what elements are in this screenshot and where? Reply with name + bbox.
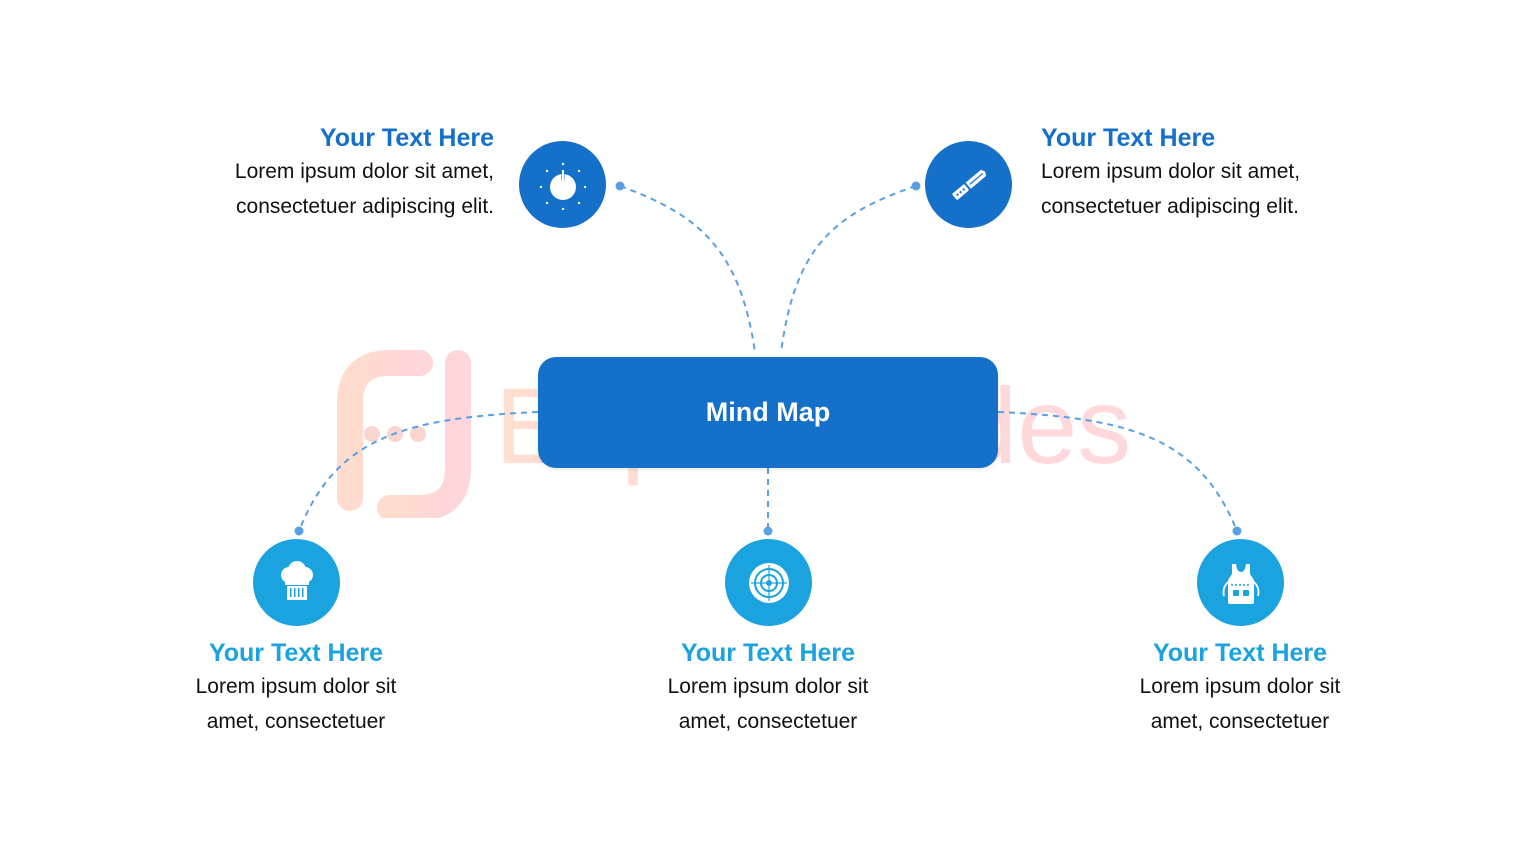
node-body-line1: Lorem ipsum dolor sit <box>1139 675 1341 698</box>
mind-map-label: Mind Map <box>705 397 831 427</box>
connector-dot-bottom-right <box>1232 526 1242 536</box>
node-body-line1: Lorem ipsum dolor sit <box>195 675 397 698</box>
node-title: Your Text Here <box>1152 639 1328 667</box>
node-title: Your Text Here <box>680 639 856 667</box>
connector-bottom-right <box>997 411 1238 532</box>
node-title: Your Text Here <box>208 639 384 667</box>
node-body-line2: amet, consectetuer <box>678 710 858 733</box>
connector-dot-bottom-center <box>763 526 773 536</box>
apron-icon <box>1197 539 1284 626</box>
power-knob-icon <box>519 141 606 228</box>
node-body-line1: Lorem ipsum dolor sit amet, <box>234 160 494 183</box>
connector-dot-bottom-left <box>294 526 304 536</box>
connector-top-left <box>619 185 756 353</box>
chef-hat-icon <box>253 539 340 626</box>
knife-icon <box>925 141 1012 228</box>
node-title: Your Text Here <box>1041 124 1216 152</box>
mind-map-center-box: Mind Map <box>538 357 998 468</box>
node-body-line2: consectetuer adipiscing elit. <box>236 195 494 218</box>
node-body-line1: Lorem ipsum dolor sit amet, <box>1041 160 1301 183</box>
text-block-top-right: Your Text Here Lorem ipsum dolor sit ame… <box>1041 122 1381 224</box>
node-body-line1: Lorem ipsum dolor sit <box>667 675 869 698</box>
text-block-bottom-left: Your Text Here Lorem ipsum dolor sit ame… <box>146 637 446 739</box>
connector-bottom-left <box>298 411 539 532</box>
connector-dot-top-left <box>615 181 625 191</box>
target-plate-icon <box>725 539 812 626</box>
text-block-bottom-right: Your Text Here Lorem ipsum dolor sit ame… <box>1090 637 1390 739</box>
connector-top-right <box>780 185 917 353</box>
node-body-line2: amet, consectetuer <box>1150 710 1330 733</box>
node-body-line2: consectetuer adipiscing elit. <box>1041 195 1299 218</box>
node-title: Your Text Here <box>319 124 494 152</box>
text-block-top-left: Your Text Here Lorem ipsum dolor sit ame… <box>164 122 494 224</box>
node-body-line2: amet, consectetuer <box>206 710 386 733</box>
connector-dot-top-right <box>911 181 921 191</box>
text-block-bottom-center: Your Text Here Lorem ipsum dolor sit ame… <box>618 637 918 739</box>
